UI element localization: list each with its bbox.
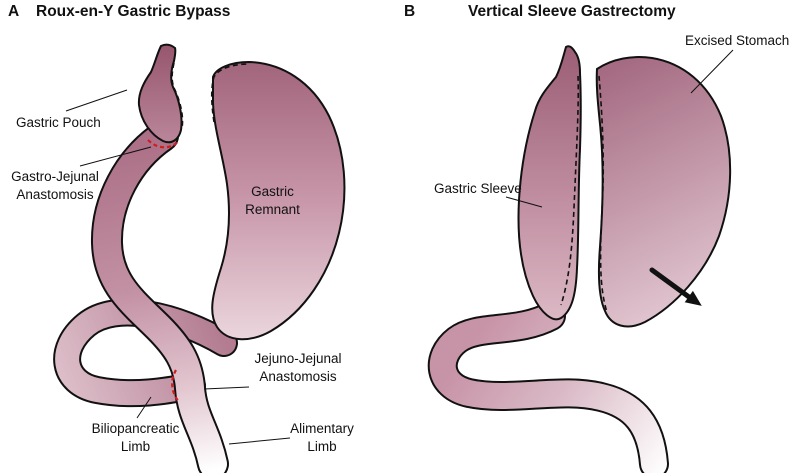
label-excised-stomach: Excised Stomach [685,33,790,48]
pouch-staple-dashed-line [171,62,184,129]
panel-b-letter: B [404,3,416,20]
label-gastric-sleeve: Gastric Sleeve [434,181,522,196]
biliopancreatic-pointer-line [136,396,152,419]
gastric-remnant-shape [211,60,346,341]
panel-a-drawing [53,43,346,473]
label-biliopancreatic-limb: Biliopancreatic Limb [91,421,180,454]
intestine-tube [429,303,667,473]
label-gastro-jejunal-anastomosis: Gastro-Jejunal Anastomosis [11,169,99,202]
excised-stomach-shape [595,56,732,328]
excision-arrow [649,267,702,306]
gastro-jejunal-anastomosis-line [147,139,180,149]
alimentary-pointer-line [228,437,291,445]
label-jejuno-jejunal-anastomosis: Jejuno-Jejunal Anastomosis [254,351,342,384]
gastric-sleeve-shape [517,45,582,321]
excision-arrow-shaft [649,267,692,300]
gastric-pouch-shape [137,43,183,144]
panel-b-drawing [427,45,734,473]
label-gastric-remnant: Gastric Remnant [245,184,300,217]
panel-a-letter: A [8,3,20,20]
gastric-pouch-pointer-line [65,89,128,112]
label-alimentary-limb: Alimentary Limb [290,421,354,454]
excised-staple-dashed-line [598,75,608,313]
sleeve-staple-dashed-line [560,75,580,306]
remnant-staple-dashed-line [210,63,250,123]
gastric-sleeve-pointer-line [505,196,543,208]
excised-stomach-pointer-line [690,49,734,94]
label-gastric-pouch: Gastric Pouch [16,115,101,130]
panel-a-title: Roux-en-Y Gastric Bypass [36,3,231,20]
gastro-jejunal-pointer-line [79,146,152,167]
roux-limb-tube [93,122,227,473]
jejuno-jejunal-anastomosis-line [171,369,180,403]
excision-arrow-head [684,290,702,306]
jejuno-jejunal-pointer-line [203,386,250,390]
panel-b-title: Vertical Sleeve Gastrectomy [468,3,676,20]
